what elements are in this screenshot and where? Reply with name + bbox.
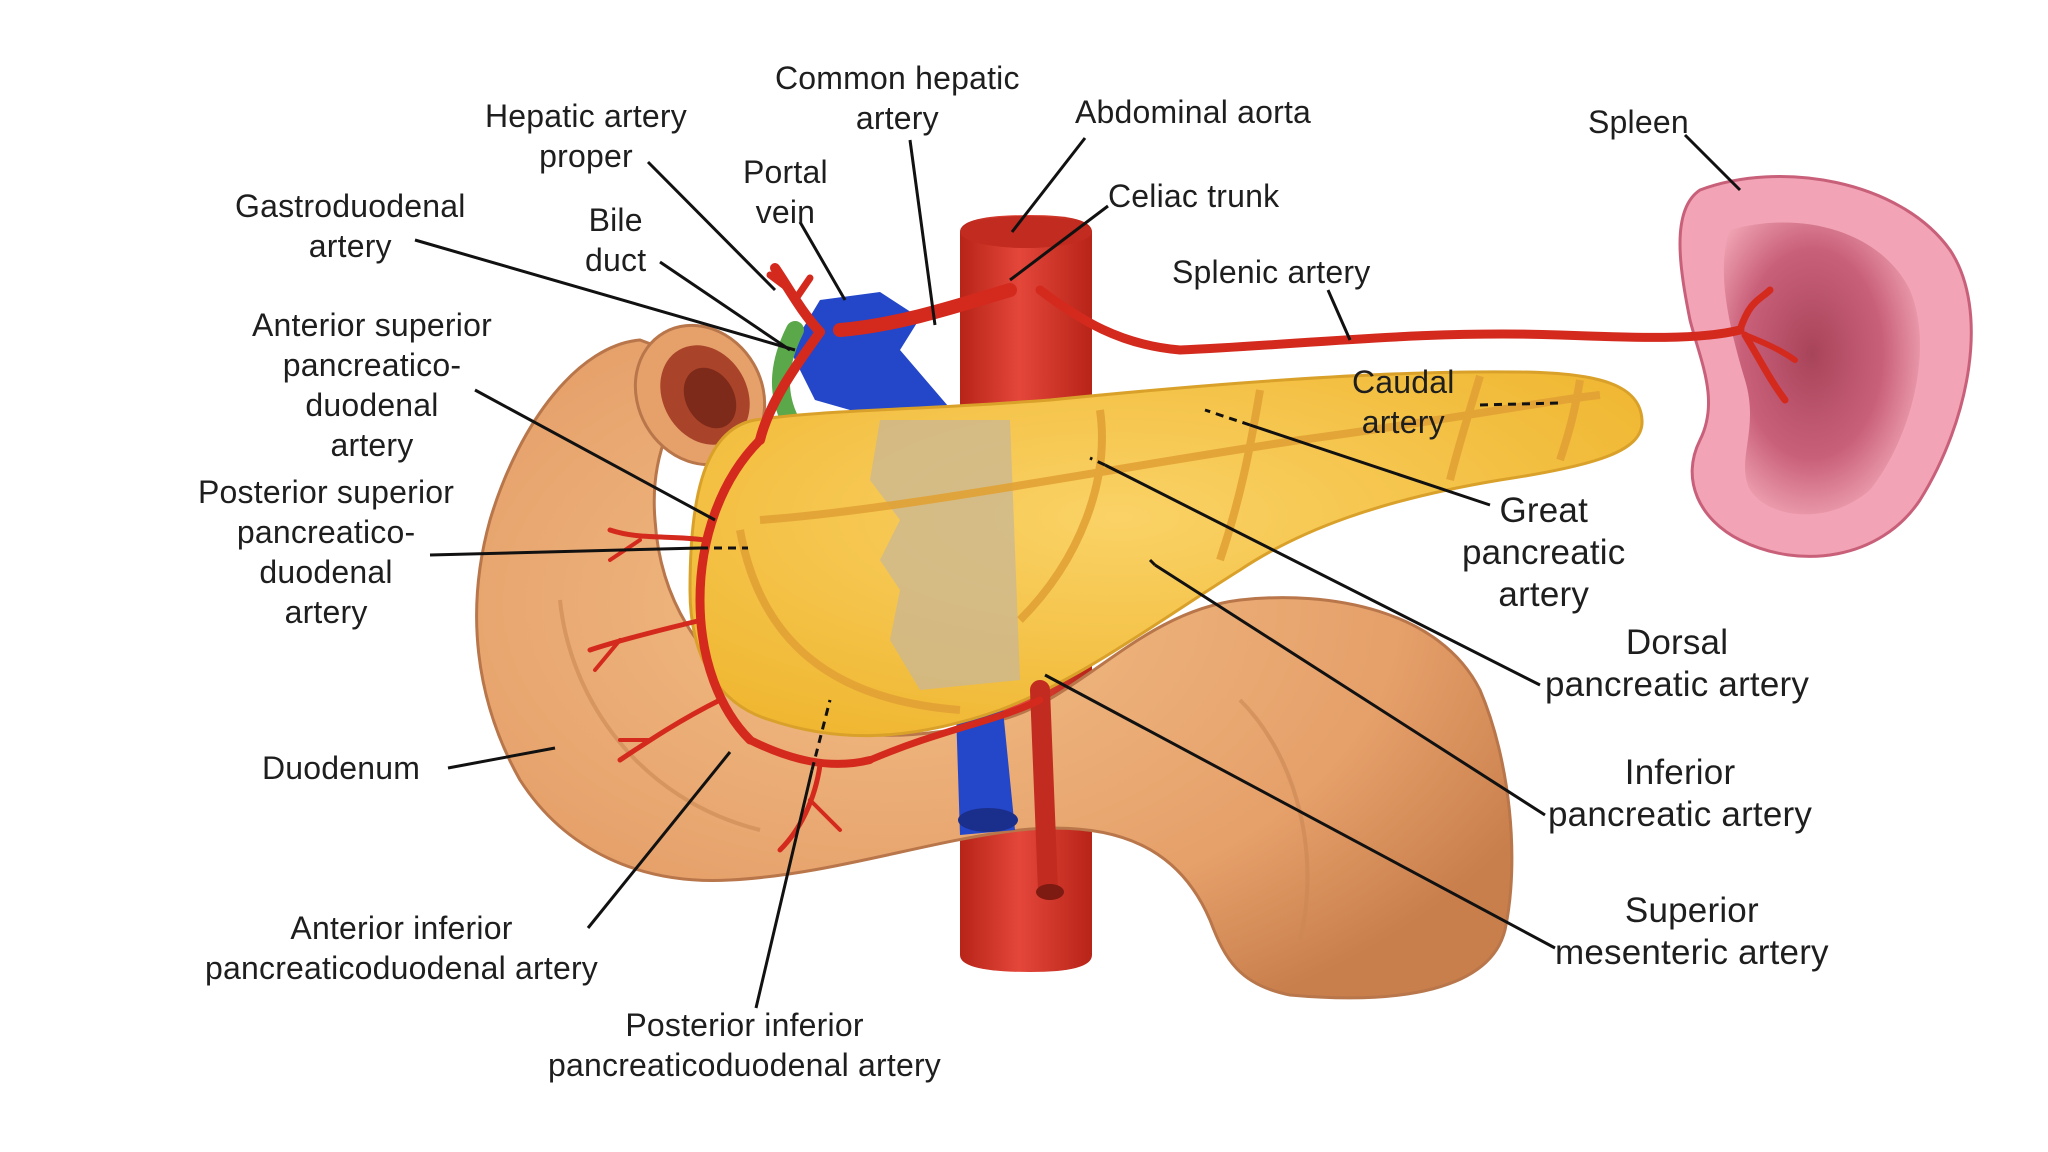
leader-splenic-artery xyxy=(1326,289,1352,341)
label-superior-mesenteric-artery: Superior mesenteric artery xyxy=(1555,891,1829,972)
label-anterior-superior-pd-artery: Anterior superior pancreatico- duodenal … xyxy=(252,307,492,463)
label-common-hepatic-artery: Common hepatic artery xyxy=(775,60,1020,136)
leader-spleen xyxy=(1683,133,1742,192)
leader-celiac-trunk xyxy=(1009,204,1109,282)
label-dorsal-pancreatic-artery: Dorsal pancreatic artery xyxy=(1545,623,1810,704)
leader-hepatic-artery-proper xyxy=(646,160,777,292)
label-great-pancreatic-artery: Great pancreatic artery xyxy=(1462,491,1626,614)
bile-duct xyxy=(771,321,804,429)
leader-common-hepatic-artery xyxy=(908,139,937,326)
leader-great-pancreatic-artery xyxy=(1249,423,1491,507)
dash-dorsal-pancreatic-artery xyxy=(1089,456,1106,467)
label-posterior-superior-pd-artery: Posterior superior pancreatico- duodenal… xyxy=(198,474,455,630)
spleen xyxy=(1678,175,1973,558)
dash-posterior-inferior-pd-artery xyxy=(810,699,832,771)
leader-bile-duct xyxy=(659,260,791,352)
label-hepatic-artery-proper: Hepatic artery proper xyxy=(485,98,687,174)
label-anterior-inferior-pd-artery: Anterior inferior pancreaticoduodenal ar… xyxy=(205,910,599,986)
label-bile-duct: Bile duct xyxy=(585,202,647,278)
leader-inferior-pancreatic-artery xyxy=(1154,563,1546,817)
leader-anterior-superior-pd-artery xyxy=(474,388,716,522)
leader-anterior-inferior-pd-artery xyxy=(586,751,732,929)
dash-great-pancreatic-artery xyxy=(1204,408,1251,427)
leader-portal-vein xyxy=(798,221,847,301)
posterior-dashed-lines xyxy=(700,401,1559,771)
label-spleen: Spleen xyxy=(1588,104,1689,140)
dash-inferior-pancreatic-artery xyxy=(1148,558,1157,567)
label-splenic-artery: Splenic artery xyxy=(1172,254,1371,290)
leader-superior-mesenteric-artery xyxy=(1044,673,1556,950)
leader-dorsal-pancreatic-artery xyxy=(1104,463,1541,687)
label-caudal-artery: Caudal artery xyxy=(1352,364,1455,440)
label-inferior-pancreatic-artery: Inferior pancreatic artery xyxy=(1548,753,1813,834)
leader-posterior-superior-pd-artery xyxy=(429,546,701,557)
leader-duodenum xyxy=(447,746,556,770)
label-duodenum: Duodenum xyxy=(262,750,421,786)
leader-posterior-inferior-pd-artery xyxy=(754,769,814,1009)
label-portal-vein: Portal vein xyxy=(743,154,828,230)
leader-abdominal-aorta xyxy=(1010,137,1087,233)
pancreas xyxy=(688,370,1644,738)
leader-gastroduodenal-artery xyxy=(414,238,796,352)
leader-lines xyxy=(414,133,1742,1009)
label-celiac-trunk: Celiac trunk xyxy=(1108,178,1280,214)
label-gastroduodenal-artery: Gastroduodenal artery xyxy=(235,188,466,264)
arterial-tree xyxy=(587,263,1798,900)
label-abdominal-aorta: Abdominal aorta xyxy=(1075,94,1312,130)
label-posterior-inferior-pd-artery: Posterior inferior pancreaticoduodenal a… xyxy=(548,1007,942,1083)
